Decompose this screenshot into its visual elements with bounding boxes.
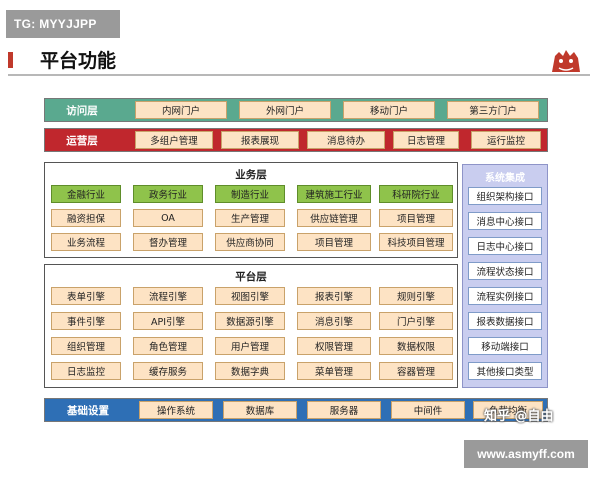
business-chip: 科技项目管理 xyxy=(379,233,453,251)
integration-item: 流程状态接口 xyxy=(468,262,542,280)
infra-item: 操作系统 xyxy=(139,401,213,419)
integration-item: 消息中心接口 xyxy=(468,212,542,230)
ops-item: 多组户管理 xyxy=(135,131,213,149)
access-item: 第三方门户 xyxy=(447,101,539,119)
platform-chip: 消息引擎 xyxy=(297,312,371,330)
infra-layer-label: 基础设置 xyxy=(67,404,109,417)
platform-layer-panel: 平台层 表单引擎 流程引擎 视图引擎 报表引擎 规则引擎 事件引擎 API引擎 … xyxy=(44,264,458,388)
platform-chip: 规则引擎 xyxy=(379,287,453,305)
company-logo-icon xyxy=(552,50,580,72)
integration-title: 系统集成 xyxy=(485,173,525,184)
infra-item: 数据库 xyxy=(223,401,297,419)
platform-chip: 表单引擎 xyxy=(51,287,121,305)
business-layer-title: 业务层 xyxy=(235,169,267,181)
page-title: 平台功能 xyxy=(40,50,117,72)
platform-chip: 报表引擎 xyxy=(297,287,371,305)
ops-item: 日志管理 xyxy=(393,131,459,149)
platform-chip: 门户引擎 xyxy=(379,312,453,330)
platform-chip: 事件引擎 xyxy=(51,312,121,330)
ops-layer-label: 运营层 xyxy=(66,134,98,147)
platform-chip: 菜单管理 xyxy=(297,362,371,380)
business-chip: OA xyxy=(133,209,203,227)
platform-chip: 日志监控 xyxy=(51,362,121,380)
business-chip: 生产管理 xyxy=(215,209,285,227)
business-chip: 项目管理 xyxy=(379,209,453,227)
platform-chip: 流程引擎 xyxy=(133,287,203,305)
access-item: 内网门户 xyxy=(135,101,227,119)
business-chip: 业务流程 xyxy=(51,233,121,251)
infra-layer-band: 基础设置 操作系统 数据库 服务器 中间件 负载均衡 xyxy=(44,398,548,422)
infra-item: 中间件 xyxy=(391,401,465,419)
platform-chip: 用户管理 xyxy=(215,337,285,355)
platform-chip: API引擎 xyxy=(133,312,203,330)
platform-chip: 数据源引擎 xyxy=(215,312,285,330)
access-item: 移动门户 xyxy=(343,101,435,119)
platform-layer-title: 平台层 xyxy=(235,271,267,283)
platform-chip: 角色管理 xyxy=(133,337,203,355)
business-chip: 供应链管理 xyxy=(297,209,371,227)
integration-item: 移动端接口 xyxy=(468,337,542,355)
business-chip: 供应商协同 xyxy=(215,233,285,251)
ops-item: 报表展现 xyxy=(221,131,299,149)
ops-item: 运行监控 xyxy=(471,131,541,149)
platform-chip: 组织管理 xyxy=(51,337,121,355)
industry-chip: 建筑施工行业 xyxy=(297,185,371,203)
integration-item: 组织架构接口 xyxy=(468,187,542,205)
integration-item: 流程实例接口 xyxy=(468,287,542,305)
industry-chip: 制造行业 xyxy=(215,185,285,203)
ops-layer-band: 运营层 多组户管理 报表展现 消息待办 日志管理 运行监控 xyxy=(44,128,548,152)
title-accent-bar xyxy=(8,52,13,68)
business-chip: 融资担保 xyxy=(51,209,121,227)
industry-chip: 科研院行业 xyxy=(379,185,453,203)
watermark-bottom: www.asmyff.com xyxy=(464,440,588,468)
platform-chip: 数据权限 xyxy=(379,337,453,355)
platform-chip: 缓存服务 xyxy=(133,362,203,380)
access-layer-band: 访问层 内网门户 外网门户 移动门户 第三方门户 xyxy=(44,98,548,122)
platform-chip: 容器管理 xyxy=(379,362,453,380)
integration-item: 其他接口类型 xyxy=(468,362,542,380)
title-divider xyxy=(8,74,590,76)
infra-item: 负载均衡 xyxy=(473,401,543,419)
business-chip: 督办管理 xyxy=(133,233,203,251)
platform-chip: 视图引擎 xyxy=(215,287,285,305)
watermark-top: TG: MYYJJPP xyxy=(6,10,120,38)
access-item: 外网门户 xyxy=(239,101,331,119)
integration-item: 报表数据接口 xyxy=(468,312,542,330)
watermark-zhihu: 知乎 @自由 xyxy=(484,409,554,424)
integration-panel: 系统集成 组织架构接口 消息中心接口 日志中心接口 流程状态接口 流程实例接口 … xyxy=(462,164,548,388)
access-layer-label: 访问层 xyxy=(66,104,98,117)
industry-chip: 金融行业 xyxy=(51,185,121,203)
ops-item: 消息待办 xyxy=(307,131,385,149)
business-chip: 项目管理 xyxy=(297,233,371,251)
platform-chip: 权限管理 xyxy=(297,337,371,355)
business-layer-panel: 业务层 金融行业 政务行业 制造行业 建筑施工行业 科研院行业 融资担保 OA … xyxy=(44,162,458,258)
infra-item: 服务器 xyxy=(307,401,381,419)
integration-item: 日志中心接口 xyxy=(468,237,542,255)
platform-chip: 数据字典 xyxy=(215,362,285,380)
industry-chip: 政务行业 xyxy=(133,185,203,203)
